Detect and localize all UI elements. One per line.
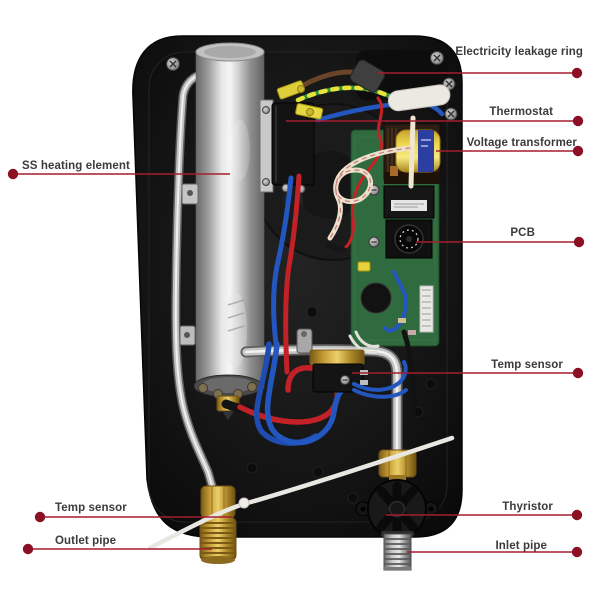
leader-ss-heating-element	[7, 168, 230, 180]
wire-blue-sensor	[352, 360, 408, 399]
leader-electricity-leakage-ring	[378, 67, 583, 79]
label-pcb: PCB	[510, 227, 535, 239]
coil-blue-band	[418, 130, 434, 172]
leader-voltage-transformer	[436, 145, 584, 157]
leakage-ring-sleeve	[387, 84, 451, 112]
pcb-capacitor-yellow	[357, 261, 371, 272]
label-voltage-transformer: Voltage transformer	[466, 137, 577, 149]
annotation-leaders	[7, 67, 585, 558]
spade-terminal	[276, 80, 324, 120]
wire-white-diagonal	[147, 435, 455, 551]
label-thyristor: Thyristor	[502, 501, 553, 513]
label-temp-sensor-right: Temp sensor	[491, 359, 563, 371]
ss-heating-element-cylinder	[179, 42, 265, 420]
sensor-probe-tip	[325, 242, 347, 253]
label-inlet-pipe: Inlet pipe	[495, 540, 547, 552]
leader-thyristor	[386, 509, 583, 521]
leader-temp-sensor-left	[34, 511, 232, 523]
wire-red-vertical	[283, 173, 302, 375]
label-ss-heating-element: SS heating element	[22, 160, 130, 172]
voltage-transformer-assembly	[383, 115, 441, 189]
cable-tie	[408, 115, 416, 189]
wire-blue-vertical	[271, 175, 294, 347]
cable-clamp	[349, 59, 386, 93]
wire-clip	[238, 497, 250, 509]
wire-blue-loop	[264, 341, 357, 446]
label-temp-sensor-left: Temp sensor	[55, 502, 127, 514]
leader-pcb	[416, 236, 585, 248]
leader-inlet-pipe	[407, 546, 583, 558]
thermostat-assembly	[259, 99, 315, 207]
wire-twisted-pair	[327, 145, 413, 241]
heating-pipe-left	[171, 65, 239, 494]
leader-thermostat	[286, 115, 584, 127]
label-outlet-pipe: Outlet pipe	[55, 535, 117, 547]
label-electricity-leakage-ring: Electricity leakage ring	[455, 46, 583, 58]
pcb-capacitor-black	[360, 282, 392, 314]
leakage-ring-assembly	[276, 59, 451, 123]
pcb-connector	[419, 285, 434, 333]
leader-temp-sensor-right	[352, 367, 584, 379]
outlet-pipe-fitting	[199, 485, 237, 564]
cylinder-mount-clip	[179, 183, 199, 346]
case-screws	[166, 51, 458, 121]
wire-red-thin	[325, 96, 384, 253]
inlet-pipe-fitting	[381, 531, 414, 571]
relay-label	[391, 200, 427, 211]
pipe-clamp	[296, 328, 313, 354]
thermostat-body	[271, 102, 315, 186]
temp-sensor-switch	[312, 363, 364, 393]
leader-outlet-pipe	[22, 543, 212, 555]
label-thermostat: Thermostat	[489, 106, 553, 118]
